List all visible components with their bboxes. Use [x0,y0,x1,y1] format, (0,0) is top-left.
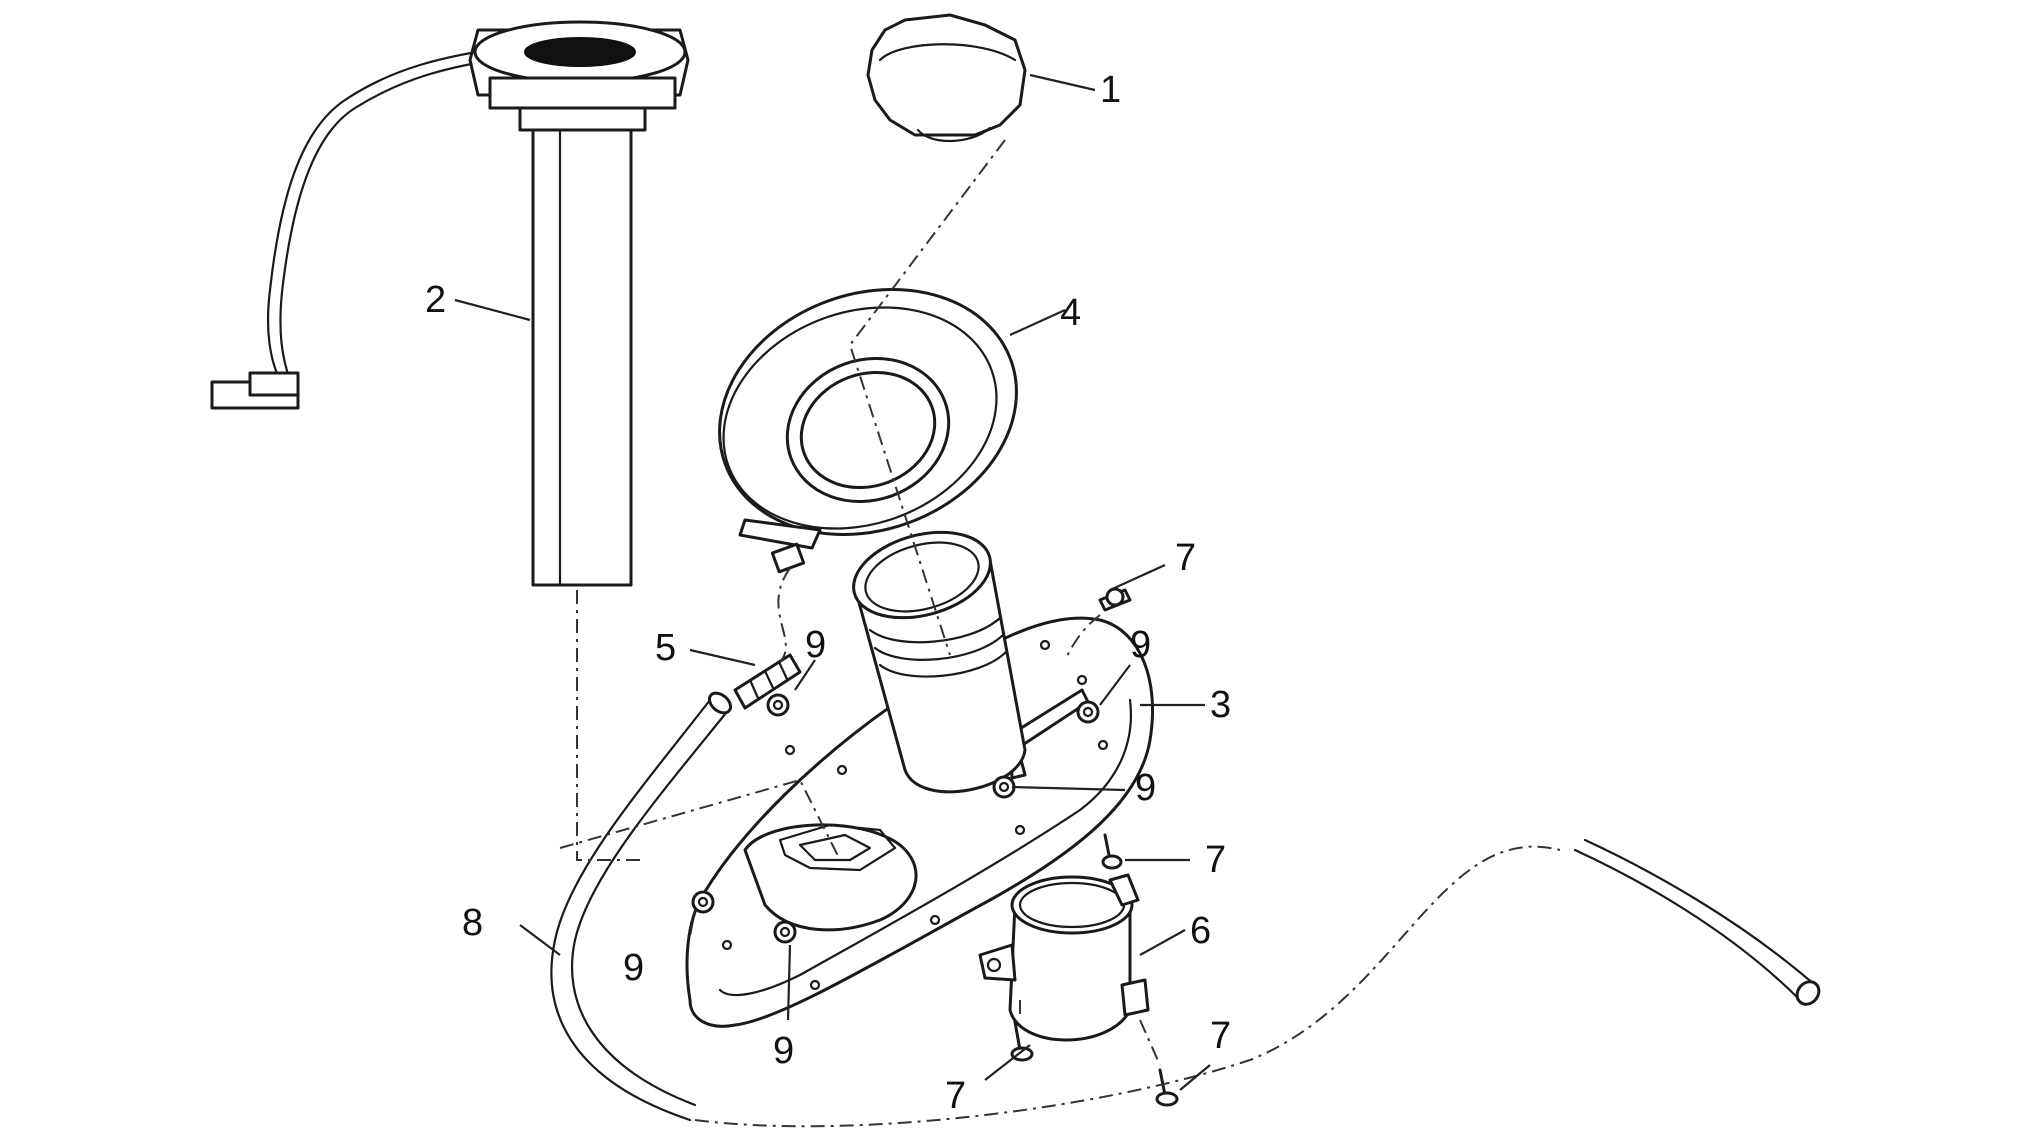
tank-mounting-plate [685,530,1155,1028]
clamp-bracket [978,873,1150,1042]
callout-7-right: 7 [1205,839,1226,881]
callout-9-bottom: 9 [773,1030,794,1072]
leader-lines [454,73,1211,1091]
callout-2: 2 [425,279,446,321]
callout-labels: 1 2 3 4 5 6 7 7 7 7 8 9 9 9 9 9 [425,69,1231,1117]
callout-8: 8 [462,902,483,944]
assembly-centerlines [559,139,1561,1128]
fuel-level-sender [210,20,690,587]
breather-hose [550,691,1821,1122]
callout-9-lower-left: 9 [623,947,644,989]
callout-9-middle-right: 9 [1135,767,1156,809]
callout-5: 5 [655,627,676,669]
callout-4: 4 [1060,292,1081,334]
callout-7-bottom-left: 7 [945,1075,966,1117]
callout-9-upper-left: 9 [805,624,826,666]
filler-gasket [718,288,1018,574]
filler-cap [866,13,1027,143]
callout-7-bottom-right: 7 [1210,1015,1231,1057]
callout-1: 1 [1100,69,1121,111]
screws [1010,587,1179,1107]
vent-nozzle [733,653,802,710]
callout-7-top: 7 [1175,537,1196,579]
callout-6: 6 [1190,910,1211,952]
callout-3: 3 [1210,684,1231,726]
callout-9-upper-right: 9 [1130,624,1151,666]
